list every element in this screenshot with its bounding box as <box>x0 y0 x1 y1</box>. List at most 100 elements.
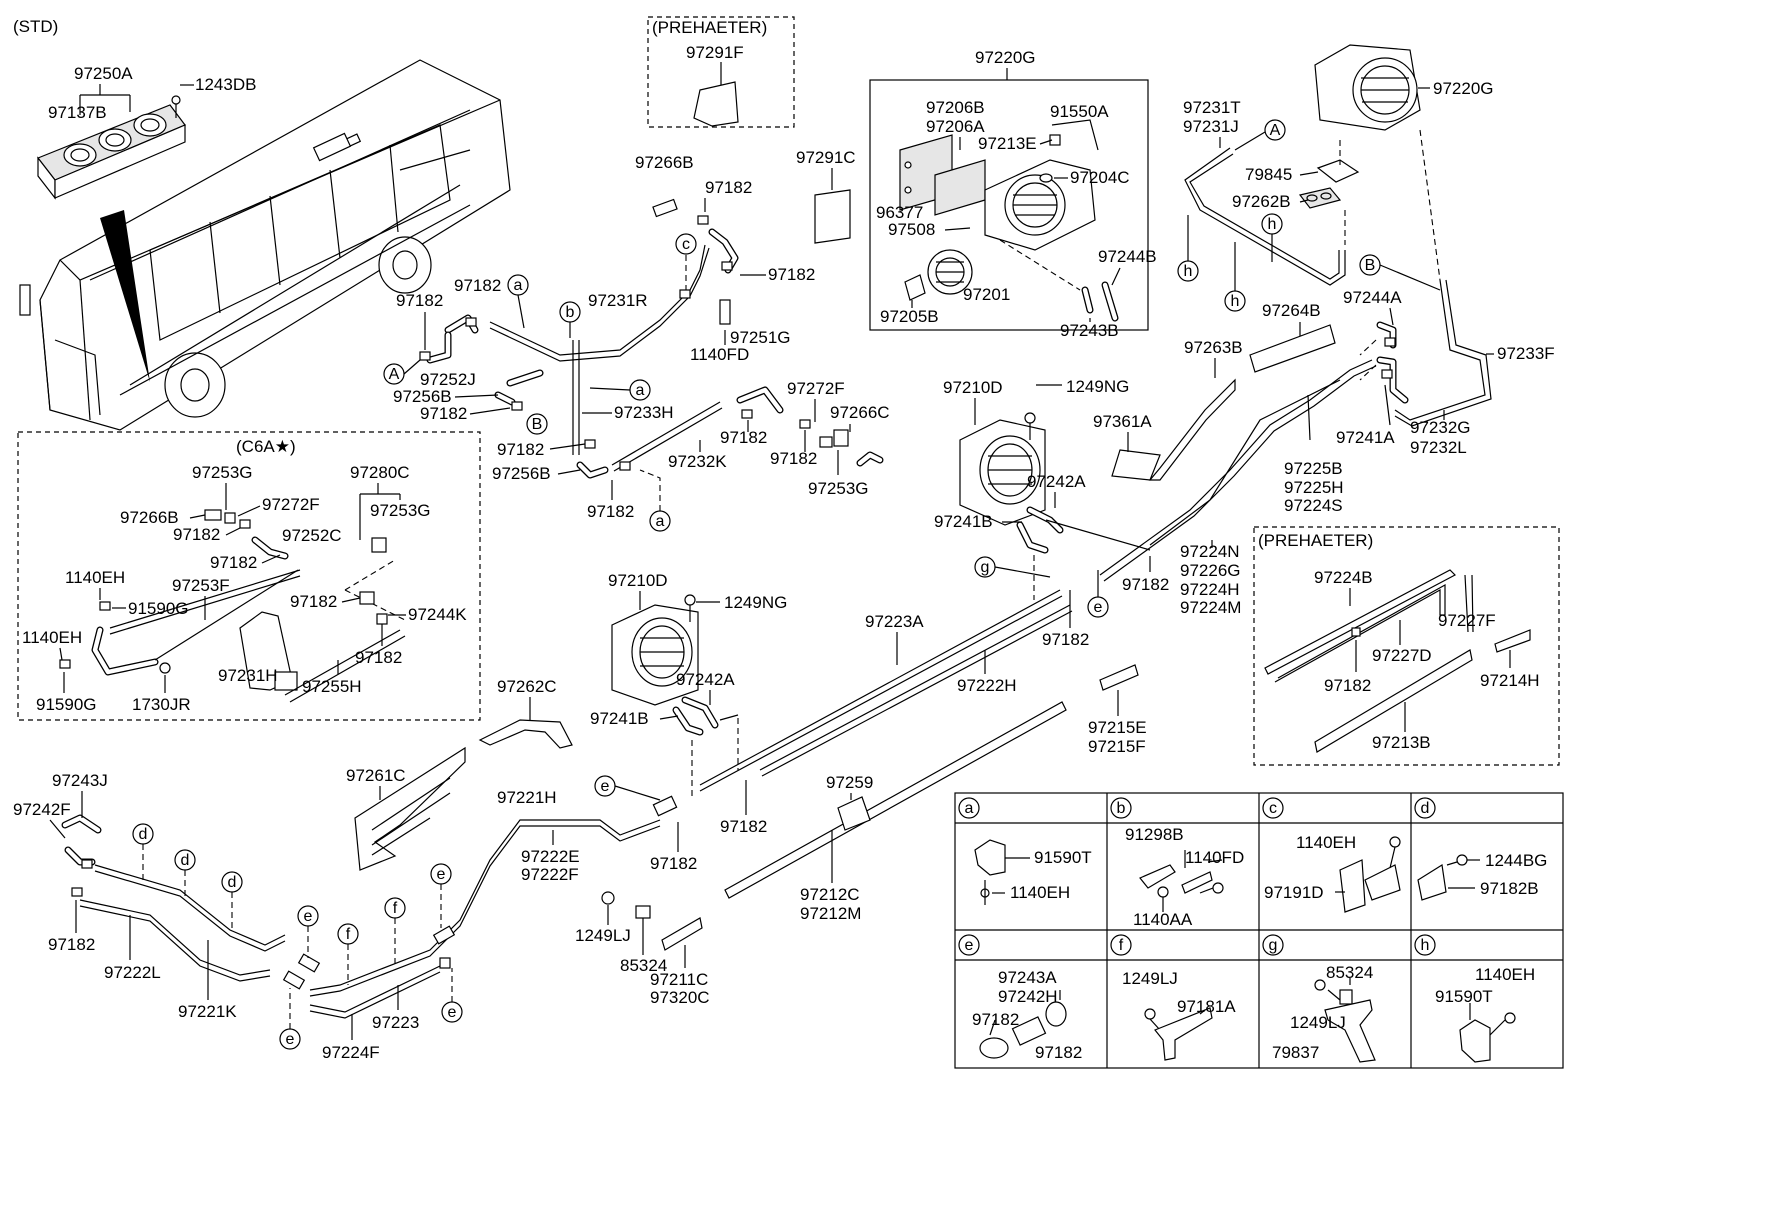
label-97215E: 97215E <box>1088 718 1147 737</box>
control-panel <box>37 95 186 200</box>
legend-e-0: 97243A <box>998 968 1057 987</box>
legend-a-1: 1140EH <box>1010 883 1070 902</box>
legend-grid: a b c d e f g h <box>954 792 1564 1069</box>
callout-A-2: A <box>1270 122 1281 139</box>
callout-e-2: e <box>601 778 610 795</box>
legend-d-1: 97182B <box>1480 879 1539 898</box>
label-97266B-top: 97266B <box>635 153 694 172</box>
label-97253G-top: 97253G <box>808 479 869 498</box>
label-97241B-mid: 97241B <box>590 709 649 728</box>
legend-h-1: 91590T <box>1435 987 1493 1006</box>
c6a-box <box>17 431 481 721</box>
label-97320C: 97320C <box>650 988 710 1007</box>
preheater-top-title: (PREHAETER) <box>652 18 767 37</box>
label-97255H: 97255H <box>302 677 362 696</box>
callout-h-3: h <box>1231 293 1240 310</box>
label-97280C: 97280C <box>350 463 410 482</box>
label-97241A: 97241A <box>1336 428 1395 447</box>
label-97291F: 97291F <box>686 43 744 62</box>
label-97214H: 97214H <box>1480 671 1540 690</box>
label-97222H: 97222H <box>957 676 1017 695</box>
label-97361A: 97361A <box>1093 412 1152 431</box>
legend-header-h: h <box>1421 937 1430 954</box>
label-97272F-c: 97272F <box>262 495 320 514</box>
label-97264B: 97264B <box>1262 301 1321 320</box>
label-97244A: 97244A <box>1343 288 1402 307</box>
callout-b-1: b <box>566 304 575 321</box>
label-97210D-mid: 97210D <box>608 571 668 590</box>
label-97251G: 97251G <box>730 328 791 347</box>
callout-e-1: e <box>1094 599 1103 616</box>
callout-f-2: f <box>393 900 398 917</box>
label-97226G: 97226G <box>1180 561 1241 580</box>
legend-b-0: 91298B <box>1125 825 1184 844</box>
label-97222L: 97222L <box>104 963 161 982</box>
label-97220G-r: 97220G <box>1433 79 1494 98</box>
label-97215F: 97215F <box>1088 737 1146 756</box>
label-97224M: 97224M <box>1180 598 1241 617</box>
label-97182-i: 97182 <box>1042 630 1089 649</box>
label-97508: 97508 <box>888 220 935 239</box>
callout-g-1: g <box>981 559 990 576</box>
label-97210D-top: 97210D <box>943 378 1003 397</box>
label-97291C: 97291C <box>796 148 856 167</box>
upper-right-assembly <box>1184 44 1492 427</box>
label-97211C: 97211C <box>650 970 708 989</box>
label-1140EH-c1: 1140EH <box>65 568 125 587</box>
label-97231H: 97231H <box>218 666 278 685</box>
legend-d-0: 1244BG <box>1485 851 1547 870</box>
label-97222E: 97222E <box>521 847 580 866</box>
legend-f-0: 1249LJ <box>1122 969 1178 988</box>
label-97261C: 97261C <box>346 766 406 785</box>
label-91590G-2: 91590G <box>36 695 97 714</box>
label-79845: 79845 <box>1245 165 1292 184</box>
label-1249LJ: 1249LJ <box>575 926 631 945</box>
preheater-top-box <box>647 16 795 128</box>
preheater-right-parts <box>1264 569 1531 753</box>
callout-e-4: e <box>437 866 446 883</box>
label-97201: 97201 <box>963 285 1010 304</box>
label-97222F: 97222F <box>521 865 579 884</box>
label-97232L: 97232L <box>1410 438 1467 457</box>
label-97266C: 97266C <box>830 403 890 422</box>
label-97182-c4: 97182 <box>355 648 402 667</box>
label-97224B: 97224B <box>1314 568 1373 587</box>
label-97242A-mid: 97242A <box>676 670 735 689</box>
label-97224N: 97224N <box>1180 542 1240 561</box>
label-97204C: 97204C <box>1070 168 1130 187</box>
label-97233H: 97233H <box>614 403 674 422</box>
label-97272F-top: 97272F <box>787 379 845 398</box>
c6a-title: (C6A★) <box>236 437 296 456</box>
label-97252C: 97252C <box>282 526 342 545</box>
label-97253F: 97253F <box>172 576 230 595</box>
label-97182-d: 97182 <box>720 428 767 447</box>
legend-header-a: a <box>965 800 974 817</box>
lower-left-pipes <box>61 795 703 1019</box>
label-97244B: 97244B <box>1098 247 1157 266</box>
label-91590G-1: 91590G <box>128 599 189 618</box>
label-97182-c: 97182 <box>420 404 467 423</box>
label-97182-t2: 97182 <box>768 265 815 284</box>
label-97213B: 97213B <box>1372 733 1431 752</box>
label-97241B-top: 97241B <box>934 512 993 531</box>
label-1249NG-mid: 1249NG <box>724 593 787 612</box>
label-1140EH-c2: 1140EH <box>22 628 82 647</box>
callout-c: c <box>682 236 690 253</box>
label-97256B-1: 97256B <box>393 387 452 406</box>
label-97225H: 97225H <box>1284 478 1344 497</box>
label-97256B-2: 97256B <box>492 464 551 483</box>
label-97259: 97259 <box>826 773 873 792</box>
preheater-right-box <box>1253 526 1560 766</box>
callout-a-2: a <box>636 382 645 399</box>
legend-header-f: f <box>1119 937 1124 954</box>
label-97231R: 97231R <box>588 291 648 310</box>
label-97243J: 97243J <box>52 771 108 790</box>
label-1249NG-top: 1249NG <box>1066 377 1129 396</box>
blower-assembly <box>899 119 1119 322</box>
label-97182-g: 97182 <box>587 502 634 521</box>
label-97266B-c: 97266B <box>120 508 179 527</box>
legend-f-1: 97181A <box>1177 997 1236 1016</box>
label-97182-c1: 97182 <box>173 525 220 544</box>
label-97223A: 97223A <box>865 612 924 631</box>
callout-e-3: e <box>304 908 313 925</box>
